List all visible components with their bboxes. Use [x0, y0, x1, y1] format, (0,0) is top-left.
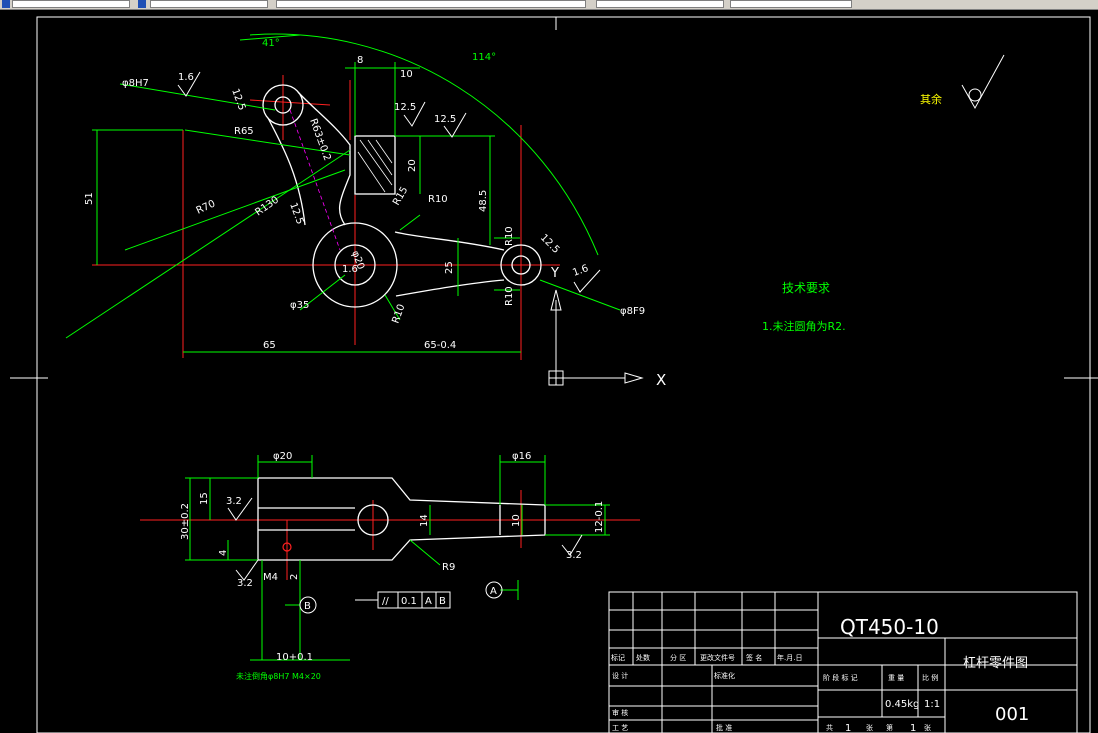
- phi35-label: φ35: [290, 300, 309, 311]
- r10-label: R10: [428, 194, 448, 205]
- r70-label: R70: [195, 198, 217, 216]
- lineweight-dropdown[interactable]: [596, 0, 724, 8]
- front-dim-4-label: 4: [218, 550, 229, 556]
- toolbar: [0, 0, 1098, 10]
- tb-zone: 分 区: [670, 653, 686, 662]
- tb-sheet2: 张: [924, 723, 931, 732]
- tb-weight: 0.45kg: [885, 699, 919, 710]
- tb-scale: 1:1: [924, 699, 940, 710]
- dim-10-label: 10: [400, 69, 413, 80]
- tb-approve: 批 准: [716, 723, 732, 732]
- ucs-icon: [548, 289, 644, 386]
- axis-y-label: Y: [550, 266, 559, 281]
- dim-48-5-label: 48.5: [478, 190, 489, 212]
- tb-mark: 标记: [611, 653, 625, 662]
- angle-41-label: 41°: [262, 38, 280, 49]
- dim-10-tol-label: 10+0.1: [276, 652, 313, 663]
- material-label: QT450-10: [840, 615, 939, 639]
- front-dim-2-label: 2: [289, 574, 300, 580]
- rough-3-2c-label: 3.2: [566, 550, 582, 561]
- tol-datum-a: A: [425, 596, 432, 607]
- angle-114-label: 114°: [472, 52, 496, 63]
- dim-25-label: 25: [444, 261, 455, 274]
- remaining-label: 其余: [920, 92, 942, 106]
- tb-scale-label: 比 例: [922, 673, 938, 682]
- layer-icon[interactable]: [138, 0, 146, 8]
- front-dim-14-label: 14: [419, 514, 430, 527]
- hole-note: 未注倒角φ8H7 M4×20: [236, 671, 321, 681]
- rough-1-6-label: 1.6: [178, 72, 194, 83]
- front-dim-30-label: 30±0.2: [180, 503, 191, 540]
- tb-total-n: 1: [845, 723, 851, 733]
- rough-12-5b-label: 12.5: [394, 102, 416, 113]
- front-view: φ20 φ16 30±0.2 15 4 14 10 12-0.1 2 M4 R9…: [140, 451, 640, 681]
- tb-count: 处数: [636, 653, 650, 662]
- tb-page: 第: [886, 723, 893, 732]
- r15-label: R15: [391, 185, 410, 208]
- title-block: QT450-10 杠杆零件图 001 标记 处数 分 区 更改文件号 签 名 年…: [608, 591, 1078, 733]
- linetype-dropdown[interactable]: [276, 0, 586, 8]
- drawing-number: 001: [995, 704, 1029, 725]
- phi8f9-label: φ8F9: [620, 306, 645, 317]
- r10c-label: R10: [504, 286, 515, 306]
- rough-12-5c-label: 12.5: [434, 114, 456, 125]
- front-dim-15-label: 15: [199, 492, 210, 505]
- tech-title: 技术要求: [782, 281, 830, 295]
- rough-1-6b-label: 1.6: [342, 264, 358, 275]
- tech-item: 1.未注圆角为R2.: [762, 319, 846, 333]
- tb-standardize: 标准化: [714, 671, 735, 680]
- part-name: 杠杆零件图: [963, 655, 1028, 671]
- tol-symbol: //: [382, 596, 389, 607]
- front-dim-10-label: 10: [511, 514, 522, 527]
- r10b-label: R10: [504, 226, 515, 246]
- tb-process: 工 艺: [612, 724, 628, 732]
- r10d-label: R10: [390, 303, 407, 325]
- app-icon[interactable]: [2, 0, 10, 8]
- layer-combo[interactable]: [12, 0, 130, 8]
- rough-3-2a-label: 3.2: [226, 496, 242, 507]
- frame: [10, 16, 1098, 733]
- tb-total: 共: [826, 723, 833, 732]
- tb-review: 审 核: [612, 708, 628, 717]
- datum-b-label: B: [304, 601, 311, 612]
- front-phi20-label: φ20: [273, 451, 292, 462]
- m4-label: M4: [263, 572, 278, 583]
- top-view: 41° 114° 8 10 φ8H7 1.6 12.5 12.5 12.5 R6…: [65, 33, 1005, 389]
- datum-a-label: A: [490, 586, 497, 597]
- dim-65-label: 65: [263, 340, 276, 351]
- r9-label: R9: [442, 562, 455, 573]
- drawing-canvas[interactable]: 41° 114° 8 10 φ8H7 1.6 12.5 12.5 12.5 R6…: [0, 9, 1098, 733]
- front-dim-12-label: 12-0.1: [594, 501, 605, 533]
- notes: 其余 技术要求 1.未注圆角为R2.: [762, 92, 942, 333]
- rough-1-6c-label: 1.6: [571, 263, 590, 279]
- tb-date: 年.月.日: [777, 653, 802, 662]
- dim-20-label: 20: [407, 159, 418, 172]
- rough-12-5-label: 12.5: [229, 87, 247, 112]
- hole-phi8h7-label: φ8H7: [122, 78, 149, 89]
- front-phi16-label: φ16: [512, 451, 531, 462]
- tb-stage-mark: 阶 段 标 记: [823, 673, 858, 682]
- tb-page-n: 1: [910, 723, 916, 733]
- tol-value: 0.1: [401, 596, 417, 607]
- dim-8-label: 8: [357, 55, 363, 66]
- r65-label: R65: [234, 126, 254, 137]
- plotstyle-dropdown[interactable]: [730, 0, 852, 8]
- rough-3-2b-label: 3.2: [237, 578, 253, 589]
- rough-12-5e-label: 12.5: [538, 232, 562, 256]
- tb-sheet: 张: [866, 723, 873, 732]
- r63-label: R63±0.2: [307, 117, 332, 162]
- dim-65-tol-label: 65-0.4: [424, 340, 456, 351]
- tb-design: 设 计: [612, 671, 628, 680]
- tb-sign: 签 名: [746, 653, 762, 662]
- tb-weight-label: 重 量: [888, 674, 904, 682]
- tol-datum-b: B: [439, 596, 446, 607]
- dim-51-label: 51: [84, 192, 95, 205]
- axis-x-label: X: [656, 371, 666, 389]
- layer-dropdown[interactable]: [150, 0, 268, 8]
- tb-change-doc: 更改文件号: [700, 653, 735, 662]
